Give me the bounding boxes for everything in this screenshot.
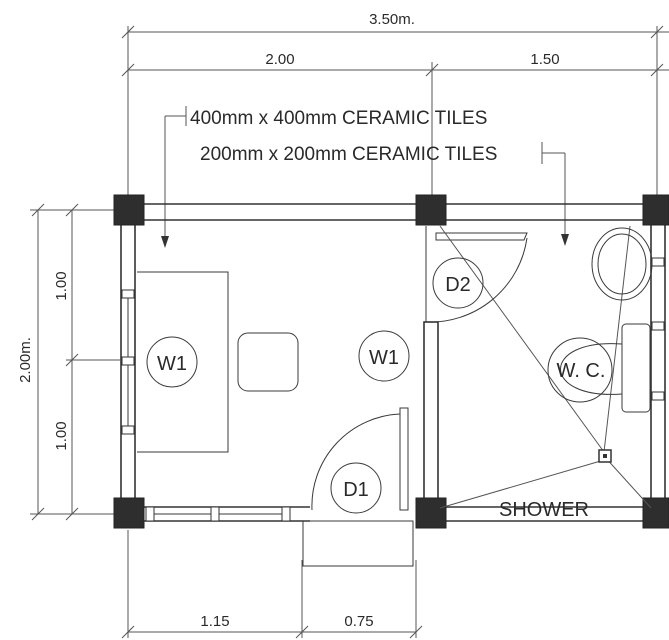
tile-note-large: 400mm x 400mm CERAMIC TILES [190,108,487,129]
upper-height-dimension: 1.00 [53,271,70,300]
window-tag-center: W1 [358,330,410,382]
svg-text:W1: W1 [369,347,399,369]
tile-note-small: 200mm x 200mm CERAMIC TILES [200,144,497,165]
svg-text:D2: D2 [445,274,471,296]
lower-height-dimension: 1.00 [53,421,70,450]
door-tag-entry: D1 [330,462,382,514]
shower-slope-lines [439,225,652,509]
left-width-dimension: 2.00 [265,51,294,68]
arrow-icon [161,236,169,248]
bathroom-door [425,226,528,323]
svg-text:D1: D1 [343,479,369,501]
dimension-lines-bottom [121,530,423,639]
overall-width-dimension: 3.50m. [369,11,415,28]
arrow-icon [561,234,569,246]
column [113,497,145,529]
structural-columns [113,194,669,529]
column [415,194,447,226]
right-width-dimension: 1.50 [530,51,559,68]
tile-note-leaders [161,106,569,248]
wc-tag: W. C. [547,337,613,403]
bottom-door-dimension: 0.75 [344,613,373,630]
lavatory-fixture [591,227,653,301]
sink-fixture [237,332,299,392]
entry-door [302,407,414,567]
water-closet-fixture [560,323,651,413]
door-tag-bath: D2 [432,257,484,309]
svg-text:W. C.: W. C. [557,360,606,382]
counter-outline [137,271,229,453]
bottom-left-dimension: 1.15 [200,613,229,630]
dimension-lines-left [30,203,120,521]
column [113,194,145,226]
column [642,497,669,529]
svg-text:W1: W1 [157,353,187,375]
column [642,194,669,226]
window-tag-left: W1 [146,336,198,388]
shower-label: SHOWER [499,499,589,521]
column [415,497,447,529]
overall-height-dimension: 2.00m. [17,337,34,383]
dimension-lines-top [121,25,669,200]
